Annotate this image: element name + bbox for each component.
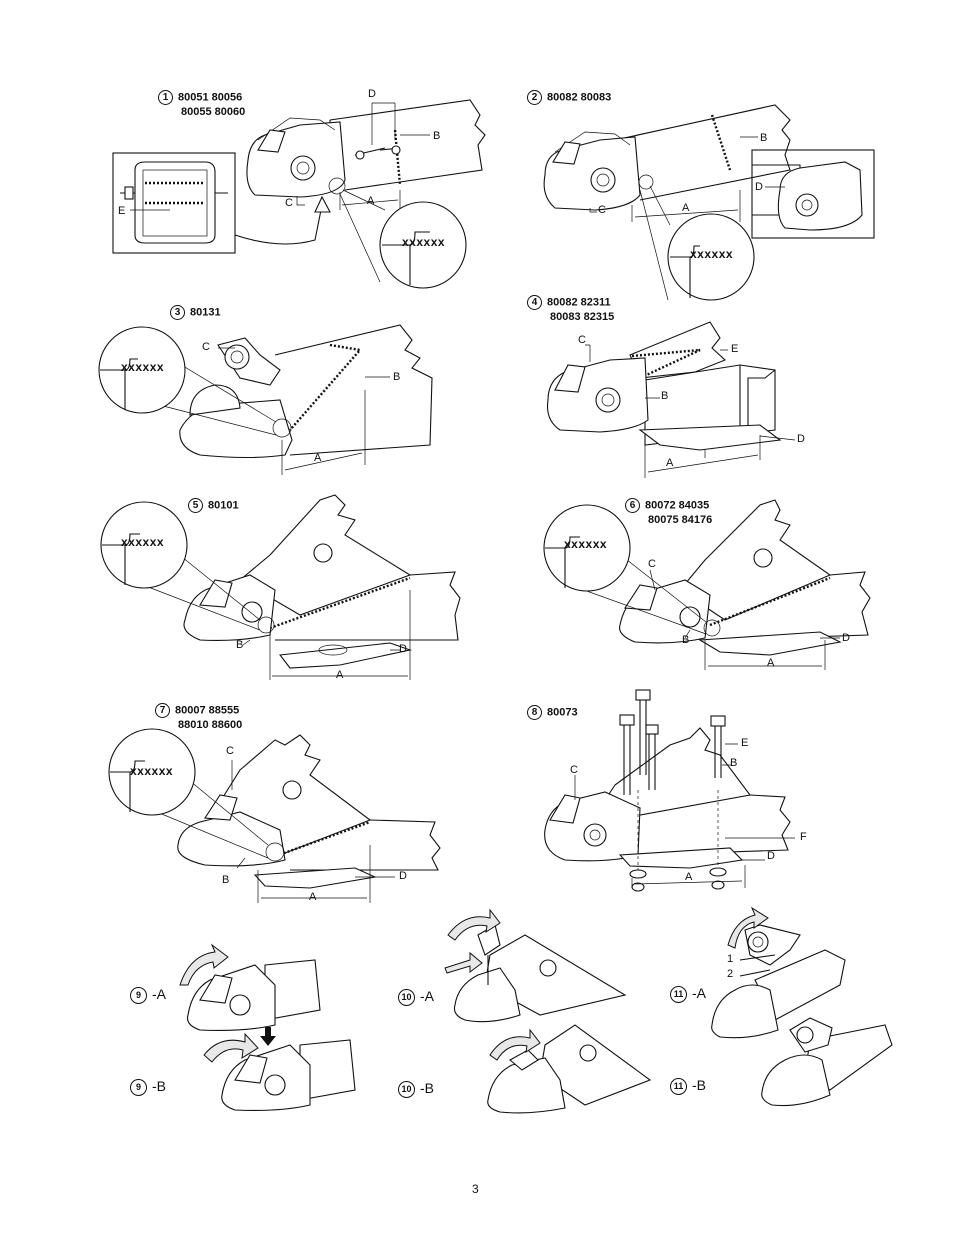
step-9a-label: 9-A: [130, 986, 166, 1004]
fig1-label-c: C: [285, 197, 293, 209]
step-9b-label: 9-B: [130, 1078, 166, 1096]
weld-symbol-5: xxxxxx: [121, 535, 165, 549]
fig1-label-d: D: [368, 88, 376, 100]
figure-7-drawing: [108, 728, 441, 903]
figure-3-number: 3: [170, 305, 185, 320]
figure-6-caption: 6 80072 84035 80075 84176: [625, 498, 712, 527]
fig7-label-a: A: [309, 891, 317, 903]
fig6-label-b: B: [682, 634, 690, 646]
figure-1-drawing: [112, 99, 486, 289]
figure-2-parts-line1: 80082 80083: [547, 91, 612, 104]
fig11-label-2: 2: [727, 968, 734, 980]
figure-2-number: 2: [527, 90, 542, 105]
fig8-label-f: F: [800, 831, 807, 843]
figure-6-number: 6: [625, 498, 640, 513]
fig2-label-a: A: [682, 202, 690, 214]
fig7-label-c: C: [226, 745, 234, 757]
figure-6-drawing: [543, 499, 871, 670]
fig8-label-c: C: [570, 764, 578, 776]
figure-4-parts-line1: 80082 82311: [547, 296, 611, 309]
step-11a-label: 11-A: [670, 985, 706, 1003]
figure-5-number: 5: [188, 498, 203, 513]
figure-3-drawing: [98, 324, 433, 475]
step-10a-label: 10-A: [398, 988, 434, 1006]
fig4-label-a: A: [666, 457, 674, 469]
figure-5-parts-line1: 80101: [208, 499, 239, 512]
fig4-label-d: D: [797, 433, 805, 445]
fig2-label-d: D: [755, 181, 763, 193]
figure-2-drawing: [543, 104, 875, 301]
figure-4-caption: 4 80082 82311 80083 82315: [527, 295, 614, 324]
weld-symbol-6: xxxxxx: [564, 537, 608, 551]
figure-4-drawing: [546, 321, 796, 478]
figure-8-parts-line1: 80073: [547, 706, 578, 719]
figure-1-caption: 1 80051 80056 80055 80060: [158, 90, 245, 119]
fig8-label-d: D: [767, 850, 775, 862]
figure-11-drawing: [711, 906, 893, 1107]
fig5-label-a: A: [336, 669, 344, 681]
figure-10-drawing: [444, 908, 652, 1114]
step-10b-label: 10-B: [398, 1080, 434, 1098]
page-number: 3: [472, 1182, 479, 1196]
figure-6-parts-line1: 80072 84035: [645, 499, 710, 512]
fig4-label-e: E: [731, 343, 739, 355]
fig2-label-b: B: [760, 132, 768, 144]
figure-7-parts-line2: 88010 88600: [178, 719, 243, 731]
figure-1-parts-line2: 80055 80060: [181, 106, 246, 118]
fig7-label-b: B: [222, 874, 230, 886]
fig11-label-1: 1: [727, 953, 734, 965]
fig6-label-a: A: [767, 657, 775, 669]
fig5-label-d: D: [399, 643, 407, 655]
fig4-label-c: C: [578, 334, 586, 346]
figure-8-caption: 8 80073: [527, 705, 578, 720]
fig5-label-b: B: [236, 639, 244, 651]
figure-1-parts-line1: 80051 80056: [178, 91, 243, 104]
fig1-label-b: B: [433, 130, 441, 142]
figure-1-number: 1: [158, 90, 173, 105]
fig8-label-e: E: [741, 737, 749, 749]
figure-5-drawing: [100, 494, 461, 680]
fig6-label-d: D: [842, 632, 850, 644]
figure-7-caption: 7 80007 88555 88010 88600: [155, 703, 242, 732]
figure-7-parts-line1: 80007 88555: [175, 704, 240, 717]
figure-7-number: 7: [155, 703, 170, 718]
weld-symbol-3: xxxxxx: [121, 360, 165, 374]
figure-3-caption: 3 80131: [170, 305, 221, 320]
figure-8-number: 8: [527, 705, 542, 720]
weld-symbol-1: xxxxxx: [402, 235, 446, 249]
figure-8-drawing: [544, 689, 795, 892]
fig2-label-c: C: [598, 204, 606, 216]
fig8-label-a: A: [685, 871, 693, 883]
figure-4-parts-line2: 80083 82315: [550, 311, 615, 323]
fig6-label-c: C: [648, 558, 656, 570]
figure-9-drawing: [179, 943, 356, 1111]
step-11b-label: 11-B: [670, 1077, 706, 1095]
weld-symbol-2: xxxxxx: [690, 247, 734, 261]
fig3-label-b: B: [393, 371, 401, 383]
fig1-label-a: A: [367, 195, 375, 207]
figure-6-parts-line2: 80075 84176: [648, 514, 713, 526]
weld-symbol-7: xxxxxx: [130, 764, 174, 778]
figure-3-parts-line1: 80131: [190, 306, 221, 319]
figure-4-number: 4: [527, 295, 542, 310]
fig3-label-a: A: [314, 452, 322, 464]
fig4-label-b: B: [661, 390, 669, 402]
figure-5-caption: 5 80101: [188, 498, 239, 513]
figure-2-caption: 2 80082 80083: [527, 90, 611, 105]
fig1-label-e: E: [118, 205, 126, 217]
fig3-label-c: C: [202, 341, 210, 353]
fig8-label-b: B: [730, 757, 738, 769]
fig7-label-d: D: [399, 870, 407, 882]
